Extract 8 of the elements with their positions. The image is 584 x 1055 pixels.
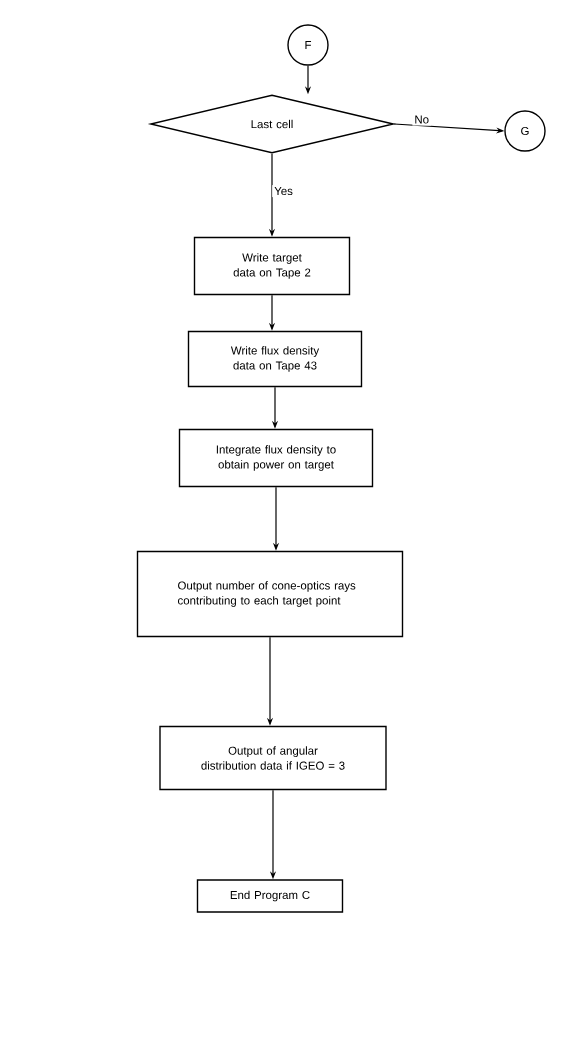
process-box: Write target data on Tape 2 [193,236,351,296]
process-box: End Program C [196,879,344,913]
edge-label: Yes [272,185,295,198]
process-box: Output of angular distribution data if IGEO = 3 [159,725,387,791]
process-box: Integrate flux density to obtain power on target [178,428,374,488]
process-box: Output number of cone-optics rays contributing to each target point [136,550,404,638]
edge-label: No [412,113,432,126]
process-box: Write flux density data on Tape 43 [187,330,363,388]
